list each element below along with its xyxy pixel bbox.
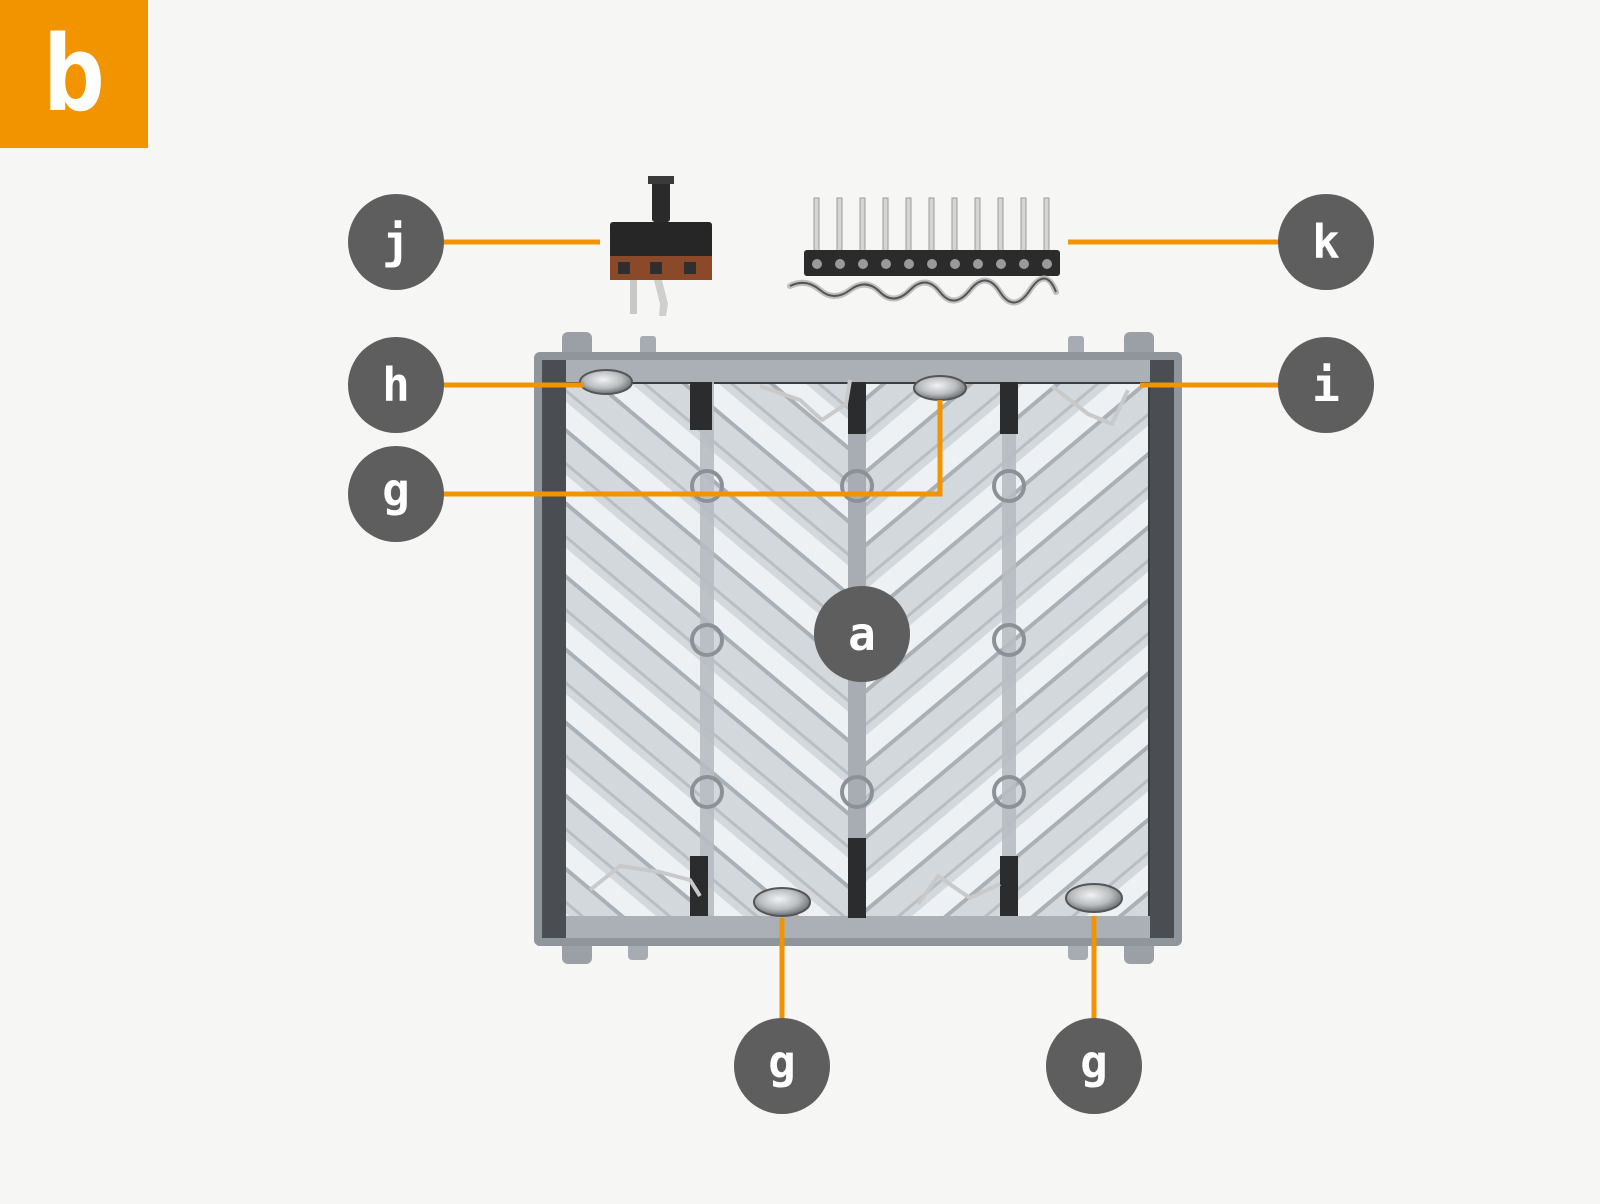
callout-label-g-top: g (382, 463, 410, 517)
callout-label-j: j (382, 215, 410, 269)
pin-header-icon (787, 197, 1060, 306)
callout-j: j (348, 194, 444, 290)
callout-i: i (1278, 337, 1374, 433)
leader-lines (444, 239, 1280, 1020)
callout-g-bottom-right: g (1046, 1018, 1142, 1114)
callout-label-g-bottom-left: g (768, 1035, 796, 1089)
callout-k: k (1278, 194, 1374, 290)
callout-label-i: i (1312, 358, 1340, 412)
spring-contact-icon (588, 379, 1130, 906)
button-contact-icon (579, 369, 1123, 917)
callout-a: a (814, 586, 910, 682)
callout-g-top: g (348, 446, 444, 542)
step-badge: b (0, 0, 148, 148)
leader-g-top (444, 400, 943, 497)
callout-g-bottom-left: g (734, 1018, 830, 1114)
callout-label-h: h (382, 358, 410, 412)
callout-h: h (348, 337, 444, 433)
callout-label-k: k (1312, 215, 1340, 269)
callout-label-a: a (848, 607, 876, 661)
slide-switch-icon (610, 176, 712, 316)
callout-label-g-bottom-right: g (1080, 1035, 1108, 1089)
